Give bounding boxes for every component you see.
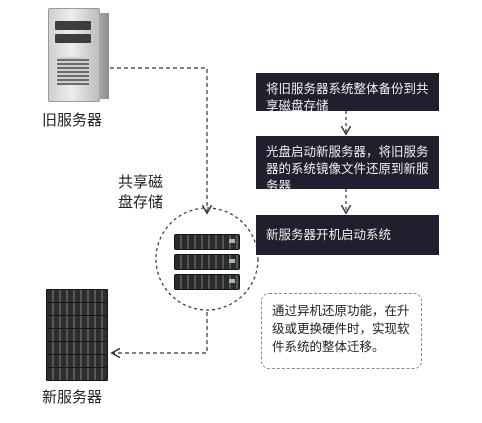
- new-server-label: 新服务器: [42, 388, 103, 406]
- shared-storage-circle: [155, 207, 259, 311]
- backup-connector: [103, 67, 207, 212]
- step-boot-box: 新服务器开机启动系统: [256, 215, 439, 255]
- restore-connector: [113, 312, 208, 353]
- old-server-label: 旧服务器: [42, 111, 103, 129]
- shared-storage-label: 共享磁 盘存储: [118, 172, 184, 212]
- migration-note: 通过异机还原功能，在升级或更换硬件时，实现软件系统的整体迁移。: [261, 293, 422, 369]
- old-server-tower-icon: [48, 8, 109, 102]
- shared-storage-label-line1: 共享磁: [118, 173, 164, 191]
- shared-storage-label-line2: 盘存储: [118, 193, 164, 211]
- step-restore-box: 光盘启动新服务器，将旧服务器的系统镜像文件还原到新服务器: [256, 136, 439, 193]
- step-backup-box: 将旧服务器系统整体备份到共享磁盘存储: [256, 73, 439, 113]
